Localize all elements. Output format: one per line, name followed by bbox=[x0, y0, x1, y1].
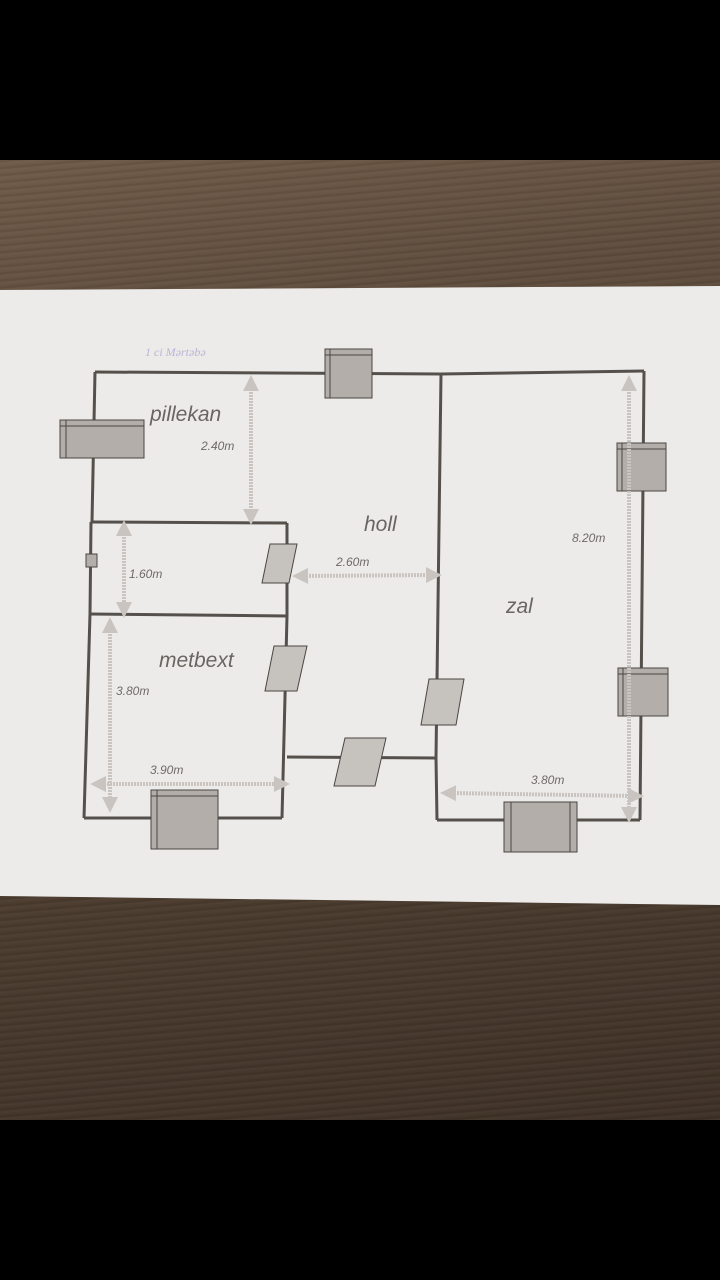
dim-label-holl-width: 2.60m bbox=[335, 555, 369, 569]
dim-label-metbext-width: 3.90m bbox=[150, 763, 183, 777]
dim-label-zal-width: 3.80m bbox=[531, 773, 564, 787]
windows bbox=[59, 348, 669, 853]
window-top bbox=[324, 348, 373, 399]
door-holl-bottom bbox=[333, 737, 387, 787]
handwritten-note: 1 ci Mərtəbə bbox=[145, 345, 206, 359]
doors bbox=[261, 543, 465, 787]
walls bbox=[82, 369, 646, 822]
small-vent bbox=[85, 553, 98, 568]
window-zal-bottom bbox=[503, 801, 578, 853]
dim-label-small-room: 1.60m bbox=[129, 567, 162, 581]
room-label-zal: zal bbox=[505, 595, 534, 618]
door-small-room bbox=[261, 543, 298, 584]
dim-label-metbext-height: 3.80m bbox=[116, 684, 149, 698]
room-label-metbext: metbext bbox=[159, 649, 235, 672]
dim-label-zal-height: 8.20m bbox=[572, 531, 605, 545]
dimension-arrows bbox=[90, 375, 644, 823]
window-zal-upper bbox=[616, 442, 667, 492]
room-label-pillekan: pillekan bbox=[149, 403, 221, 426]
door-metbext bbox=[264, 645, 308, 692]
dim-label-pillekan: 2.40m bbox=[200, 439, 234, 453]
window-metbext bbox=[150, 789, 219, 850]
window-zal-lower bbox=[617, 667, 669, 717]
paper-sheet bbox=[0, 286, 720, 905]
room-label-holl: holl bbox=[364, 513, 398, 536]
door-zal bbox=[420, 678, 465, 726]
